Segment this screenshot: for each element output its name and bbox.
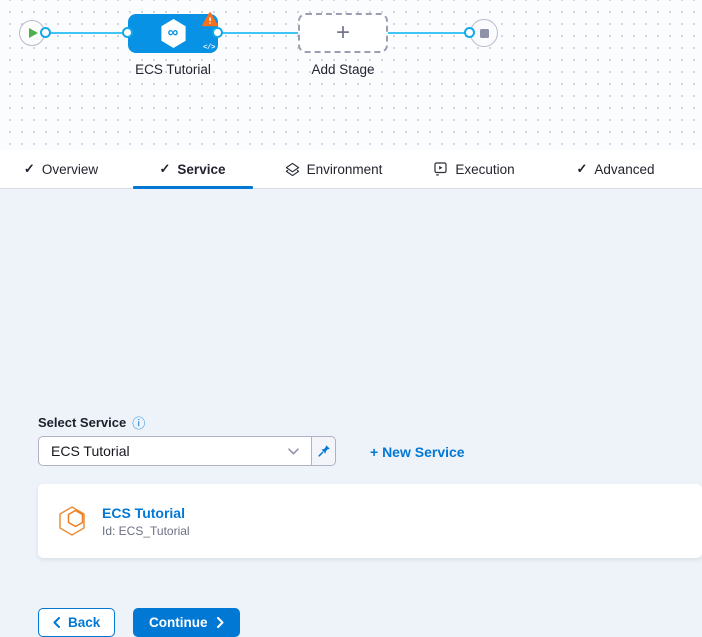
- check-icon: ✓: [23, 161, 35, 176]
- service-card-id: Id: ECS_Tutorial: [102, 523, 190, 538]
- infinity-icon: ∞: [167, 24, 179, 41]
- service-hexagon-icon: [59, 506, 85, 536]
- tab-label: Overview: [41, 161, 99, 177]
- tab-label: Environment: [306, 161, 383, 177]
- stop-icon: [479, 28, 489, 38]
- connector-port[interactable]: [464, 27, 475, 38]
- code-toggle-icon[interactable]: </>: [202, 44, 216, 52]
- pipeline-end-node: [470, 19, 498, 47]
- tab-service[interactable]: ✓ Service: [122, 150, 263, 188]
- stage-label: ECS Tutorial: [135, 62, 211, 77]
- tab-label: Service: [177, 161, 226, 177]
- tab-label: Advanced: [594, 161, 655, 177]
- connector-line: [32, 32, 132, 34]
- select-service-label-text: Select Service: [38, 415, 127, 430]
- service-card-title[interactable]: ECS Tutorial: [102, 504, 185, 521]
- chevron-left-icon: [53, 617, 60, 628]
- continue-button-label: Continue: [149, 615, 208, 630]
- warning-icon[interactable]: [202, 12, 218, 27]
- connector-line: [388, 32, 474, 34]
- service-card-text: ECS Tutorial Id: ECS_Tutorial: [102, 505, 190, 538]
- check-icon: ✓: [576, 161, 588, 176]
- tab-execution[interactable]: Execution: [404, 150, 545, 188]
- add-stage-button[interactable]: +: [298, 13, 388, 53]
- service-card[interactable]: ECS Tutorial Id: ECS_Tutorial: [38, 484, 702, 558]
- chevron-down-icon: [288, 447, 299, 455]
- tab-advanced[interactable]: ✓ Advanced: [545, 150, 686, 188]
- pipeline-start-node: [19, 20, 45, 46]
- service-dropdown-input[interactable]: ECS Tutorial: [38, 436, 312, 466]
- continue-button[interactable]: Continue: [133, 608, 240, 637]
- service-panel: Select Service ⓘ ECS Tutorial + New Serv…: [0, 190, 702, 637]
- connector-line: [218, 32, 302, 34]
- connector-port[interactable]: [212, 27, 223, 38]
- environment-icon: [285, 162, 299, 176]
- info-icon[interactable]: ⓘ: [132, 416, 146, 431]
- pin-button[interactable]: [312, 436, 336, 466]
- tab-environment[interactable]: Environment: [263, 150, 404, 188]
- cd-hexagon-icon: ∞: [160, 19, 187, 48]
- tab-overview[interactable]: ✓ Overview: [0, 150, 122, 188]
- pin-icon: [317, 445, 330, 457]
- connector-port[interactable]: [122, 27, 133, 38]
- execution-icon: [434, 162, 447, 176]
- service-dropdown-value: ECS Tutorial: [51, 443, 130, 459]
- service-dropdown: ECS Tutorial: [38, 436, 336, 466]
- pipeline-canvas[interactable]: ∞ </> ECS Tutorial + Add Stage: [0, 0, 702, 150]
- add-stage-label: Add Stage: [311, 62, 375, 77]
- select-service-label: Select Service ⓘ: [38, 413, 145, 432]
- tab-label: Execution: [455, 161, 515, 177]
- play-icon: [29, 28, 38, 38]
- connector-port[interactable]: [40, 27, 51, 38]
- stage-tab-bar: ✓ Overview ✓ Service Environment Executi…: [0, 150, 702, 189]
- plus-icon: +: [335, 19, 350, 46]
- back-button[interactable]: Back: [38, 608, 116, 637]
- check-icon: ✓: [159, 161, 171, 176]
- new-service-link[interactable]: + New Service: [370, 444, 465, 460]
- back-button-label: Back: [68, 615, 101, 630]
- stage-node-ecs-tutorial[interactable]: ∞ </>: [128, 12, 218, 53]
- chevron-right-icon: [216, 617, 223, 628]
